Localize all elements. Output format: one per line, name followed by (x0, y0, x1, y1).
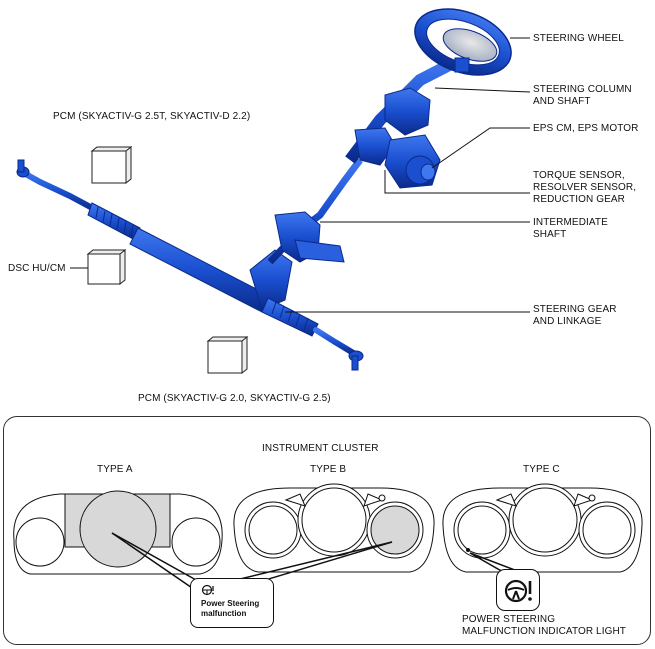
message-line-2: malfunction (201, 609, 247, 618)
cluster-title: INSTRUMENT CLUSTER (262, 443, 379, 454)
label-eps: EPS CM, EPS MOTOR (533, 123, 639, 134)
cluster-type-b (233, 483, 435, 573)
label-reduction-gear: REDUCTION GEAR (533, 194, 625, 205)
cluster-type-b-label: TYPE B (310, 464, 347, 475)
label-resolver-sensor: RESOLVER SENSOR, (533, 182, 637, 193)
label-pcm-top: PCM (SKYACTIV-G 2.5T, SKYACTIV-D 2.2) (53, 111, 251, 122)
message-line-1: Power Steering (201, 599, 260, 608)
indicator-light-callout (496, 569, 540, 611)
label-intermediate-shaft: INTERMEDIATE (533, 217, 608, 228)
cluster-type-a-label: TYPE A (97, 464, 133, 475)
label-steering-gear: STEERING GEAR (533, 304, 617, 315)
label-steering-column: STEERING COLUMN (533, 84, 632, 95)
label-intermediate-shaft-2: SHAFT (533, 229, 567, 240)
steering-gear-and-linkage (16, 159, 364, 371)
label-pcm-bottom: PCM (SKYACTIV-G 2.0, SKYACTIV-G 2.5) (138, 393, 331, 404)
label-torque-sensor: TORQUE SENSOR, (533, 170, 625, 181)
steering-column-and-shaft (345, 56, 458, 166)
label-linkage: AND LINKAGE (533, 316, 602, 327)
label-steering-wheel: STEERING WHEEL (533, 33, 624, 44)
instrument-cluster-panel (3, 416, 651, 645)
cluster-type-c (442, 483, 643, 573)
label-steering-column-2: AND SHAFT (533, 96, 591, 107)
label-dsc: DSC HU/CM (8, 263, 66, 274)
eps-motor (384, 134, 441, 189)
steering-wheel (414, 8, 512, 76)
dsc-box (86, 248, 127, 286)
indicator-label-2: MALFUNCTION INDICATOR LIGHT (462, 626, 627, 637)
steering-warning-icon (504, 579, 532, 603)
leader-lines (70, 37, 531, 313)
intermediate-shaft (267, 157, 363, 265)
cluster-type-c-label: TYPE C (523, 464, 560, 475)
pcm-bottom-box (206, 335, 249, 375)
cluster-type-a (13, 490, 223, 575)
steering-warning-icon (201, 584, 214, 596)
indicator-label-1: POWER STEERING (462, 614, 556, 625)
pcm-top-box (90, 145, 133, 185)
power-steering-message-callout: Power Steering malfunction (190, 578, 274, 628)
